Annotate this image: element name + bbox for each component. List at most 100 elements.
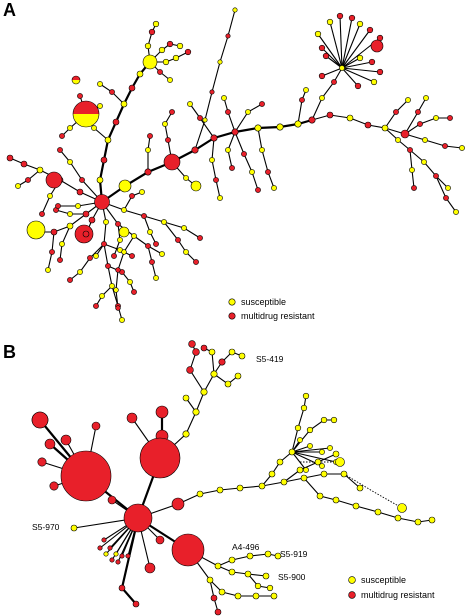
network-node — [97, 545, 103, 551]
network-node — [131, 289, 137, 295]
network-node — [288, 448, 296, 456]
network-node — [82, 230, 90, 238]
network-node — [94, 194, 110, 210]
network-node — [104, 136, 112, 144]
network-node — [326, 18, 334, 26]
network-node — [318, 72, 326, 80]
network-edge — [341, 29, 371, 69]
network-edge — [234, 131, 259, 191]
legend-b-resistant-marker — [348, 591, 356, 599]
network-node — [79, 177, 85, 183]
network-node — [171, 533, 205, 567]
network-node — [423, 95, 429, 101]
network-edge — [311, 67, 343, 121]
network-node — [308, 116, 316, 124]
network-node — [107, 495, 117, 505]
panel-b: B S5-419 S5-970 A4-496 S5-919 S5-900 sus… — [3, 340, 436, 616]
network-node — [300, 474, 308, 482]
network-node — [176, 42, 184, 50]
legend-a-resistant-marker — [228, 312, 236, 320]
network-edge — [343, 473, 403, 509]
network-node — [60, 450, 112, 502]
network-node — [370, 39, 384, 53]
network-node — [172, 54, 180, 62]
network-node — [356, 484, 364, 492]
network-node — [306, 426, 314, 434]
network-node — [296, 466, 304, 474]
network-node — [400, 129, 410, 139]
network-node — [139, 437, 181, 479]
network-node — [67, 277, 73, 283]
network-node — [229, 165, 235, 171]
network-node — [258, 482, 266, 490]
network-node — [415, 109, 421, 115]
legend-b-resistant-label: multidrug resistant — [361, 590, 435, 600]
network-node — [332, 496, 340, 504]
network-node — [155, 535, 165, 545]
network-node — [163, 153, 181, 171]
network-edge — [149, 43, 181, 63]
network-node — [297, 437, 303, 443]
network-node — [335, 457, 345, 467]
network-node — [103, 219, 109, 225]
network-node — [96, 176, 104, 184]
network-node — [121, 207, 127, 213]
network-node — [210, 370, 218, 378]
network-node — [112, 118, 120, 126]
network-node — [45, 171, 63, 189]
network-node — [136, 70, 144, 78]
network-edge — [223, 97, 236, 133]
network-node — [93, 253, 99, 259]
network-node — [59, 133, 65, 139]
network-edge — [101, 118, 313, 203]
network-edge — [147, 135, 151, 172]
network-edge — [303, 477, 433, 523]
network-node — [187, 101, 193, 107]
network-node — [445, 185, 451, 191]
network-node-mixed-outline — [71, 75, 81, 85]
network-node — [294, 424, 302, 432]
network-edge — [341, 67, 381, 73]
network-edge — [291, 451, 307, 471]
network-edge — [404, 117, 450, 135]
network-node — [326, 111, 334, 119]
network-node — [97, 81, 103, 87]
network-node — [119, 553, 125, 559]
legend-a-susceptible-label: susceptible — [241, 297, 286, 307]
network-node — [270, 592, 278, 600]
network-node — [320, 470, 328, 478]
network-node — [125, 553, 131, 559]
network-node — [331, 79, 337, 85]
network-node — [217, 195, 223, 201]
network-node — [276, 458, 284, 466]
node-label-a4-496: A4-496 — [232, 542, 260, 552]
network-edge — [163, 221, 197, 263]
network-node — [188, 340, 196, 348]
network-node — [91, 125, 97, 131]
network-node — [161, 219, 167, 225]
network-node — [407, 147, 413, 153]
network-node — [443, 195, 449, 201]
network-node — [88, 216, 96, 224]
network-edge — [283, 453, 337, 483]
network-edge — [329, 21, 343, 69]
network-node — [99, 293, 105, 299]
network-node — [330, 416, 338, 424]
network-node — [101, 537, 107, 543]
network-node — [299, 97, 305, 103]
network-node — [109, 89, 115, 95]
network-node — [318, 44, 326, 52]
network-node — [57, 147, 63, 153]
network-node — [320, 416, 328, 424]
network-node — [97, 103, 103, 109]
network-node — [366, 26, 374, 34]
legend-a-resistant-label: multidrug resistant — [241, 311, 315, 321]
network-node — [76, 188, 84, 196]
network-node — [115, 221, 121, 227]
network-edge — [291, 451, 337, 463]
network-node — [159, 251, 165, 257]
network-node — [354, 82, 362, 90]
network-node — [302, 392, 310, 400]
network-node — [228, 568, 236, 576]
network-node — [314, 458, 322, 466]
